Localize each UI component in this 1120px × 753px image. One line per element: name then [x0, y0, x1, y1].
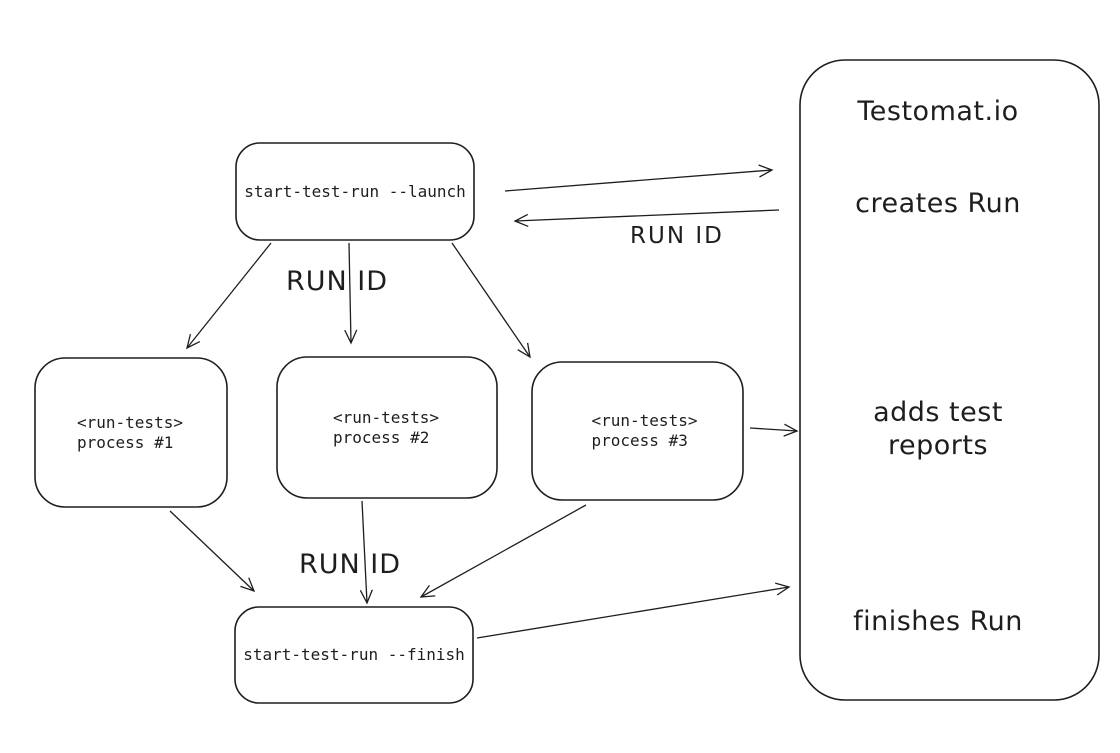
- run-id-label-collect: RUN ID: [299, 549, 402, 580]
- arrow-launch-to-process-1: [186, 242, 272, 350]
- arrow-launch-to-service: [504, 164, 774, 192]
- launch-box-shape: [235, 142, 475, 241]
- finish-box-label: start-test-run --finish: [243, 645, 465, 664]
- process-1-line-2: process #1: [77, 432, 174, 452]
- service-step-adds-test-reports: adds test reports: [873, 397, 1003, 461]
- process-2-line-2: process #2: [333, 427, 430, 447]
- service-step-finishes-run: finishes Run: [853, 606, 1023, 637]
- finish-box-shape: [234, 606, 474, 704]
- arrow-finish-to-service: [476, 582, 791, 639]
- process-3-box-label: <run-tests> process #3: [540, 362, 751, 500]
- service-step-creates-run: creates Run: [855, 188, 1021, 219]
- arrow-process-3-to-finish: [419, 504, 587, 598]
- process-3-box-shape: [531, 361, 744, 501]
- run-id-label-spawn: RUN ID: [286, 266, 389, 297]
- arrow-process-3-to-service: [749, 423, 799, 437]
- arrow-process-1-to-finish: [169, 510, 256, 593]
- process-1-line-1: <run-tests>: [77, 412, 183, 432]
- process-2-line-1: <run-tests>: [333, 407, 439, 427]
- run-id-label-return: RUN ID: [630, 223, 724, 249]
- arrow-launch-to-process-3: [451, 242, 531, 359]
- process-1-box-label: <run-tests> process #1: [35, 358, 227, 507]
- process-2-box-label: <run-tests> process #2: [277, 357, 497, 498]
- arrow-launch-to-process-2: [344, 242, 358, 345]
- service-title: Testomat.io: [857, 96, 1019, 127]
- launch-box-label: start-test-run --launch: [244, 181, 466, 201]
- arrow-process-2-to-finish: [359, 500, 373, 605]
- process-1-box-shape: [34, 357, 228, 508]
- process-3-line-2: process #3: [591, 431, 688, 450]
- arrow-service-to-launch-runid: [513, 209, 780, 228]
- service-box-shape: [799, 59, 1100, 701]
- process-2-box-shape: [276, 356, 498, 499]
- process-3-line-1: <run-tests>: [591, 411, 698, 430]
